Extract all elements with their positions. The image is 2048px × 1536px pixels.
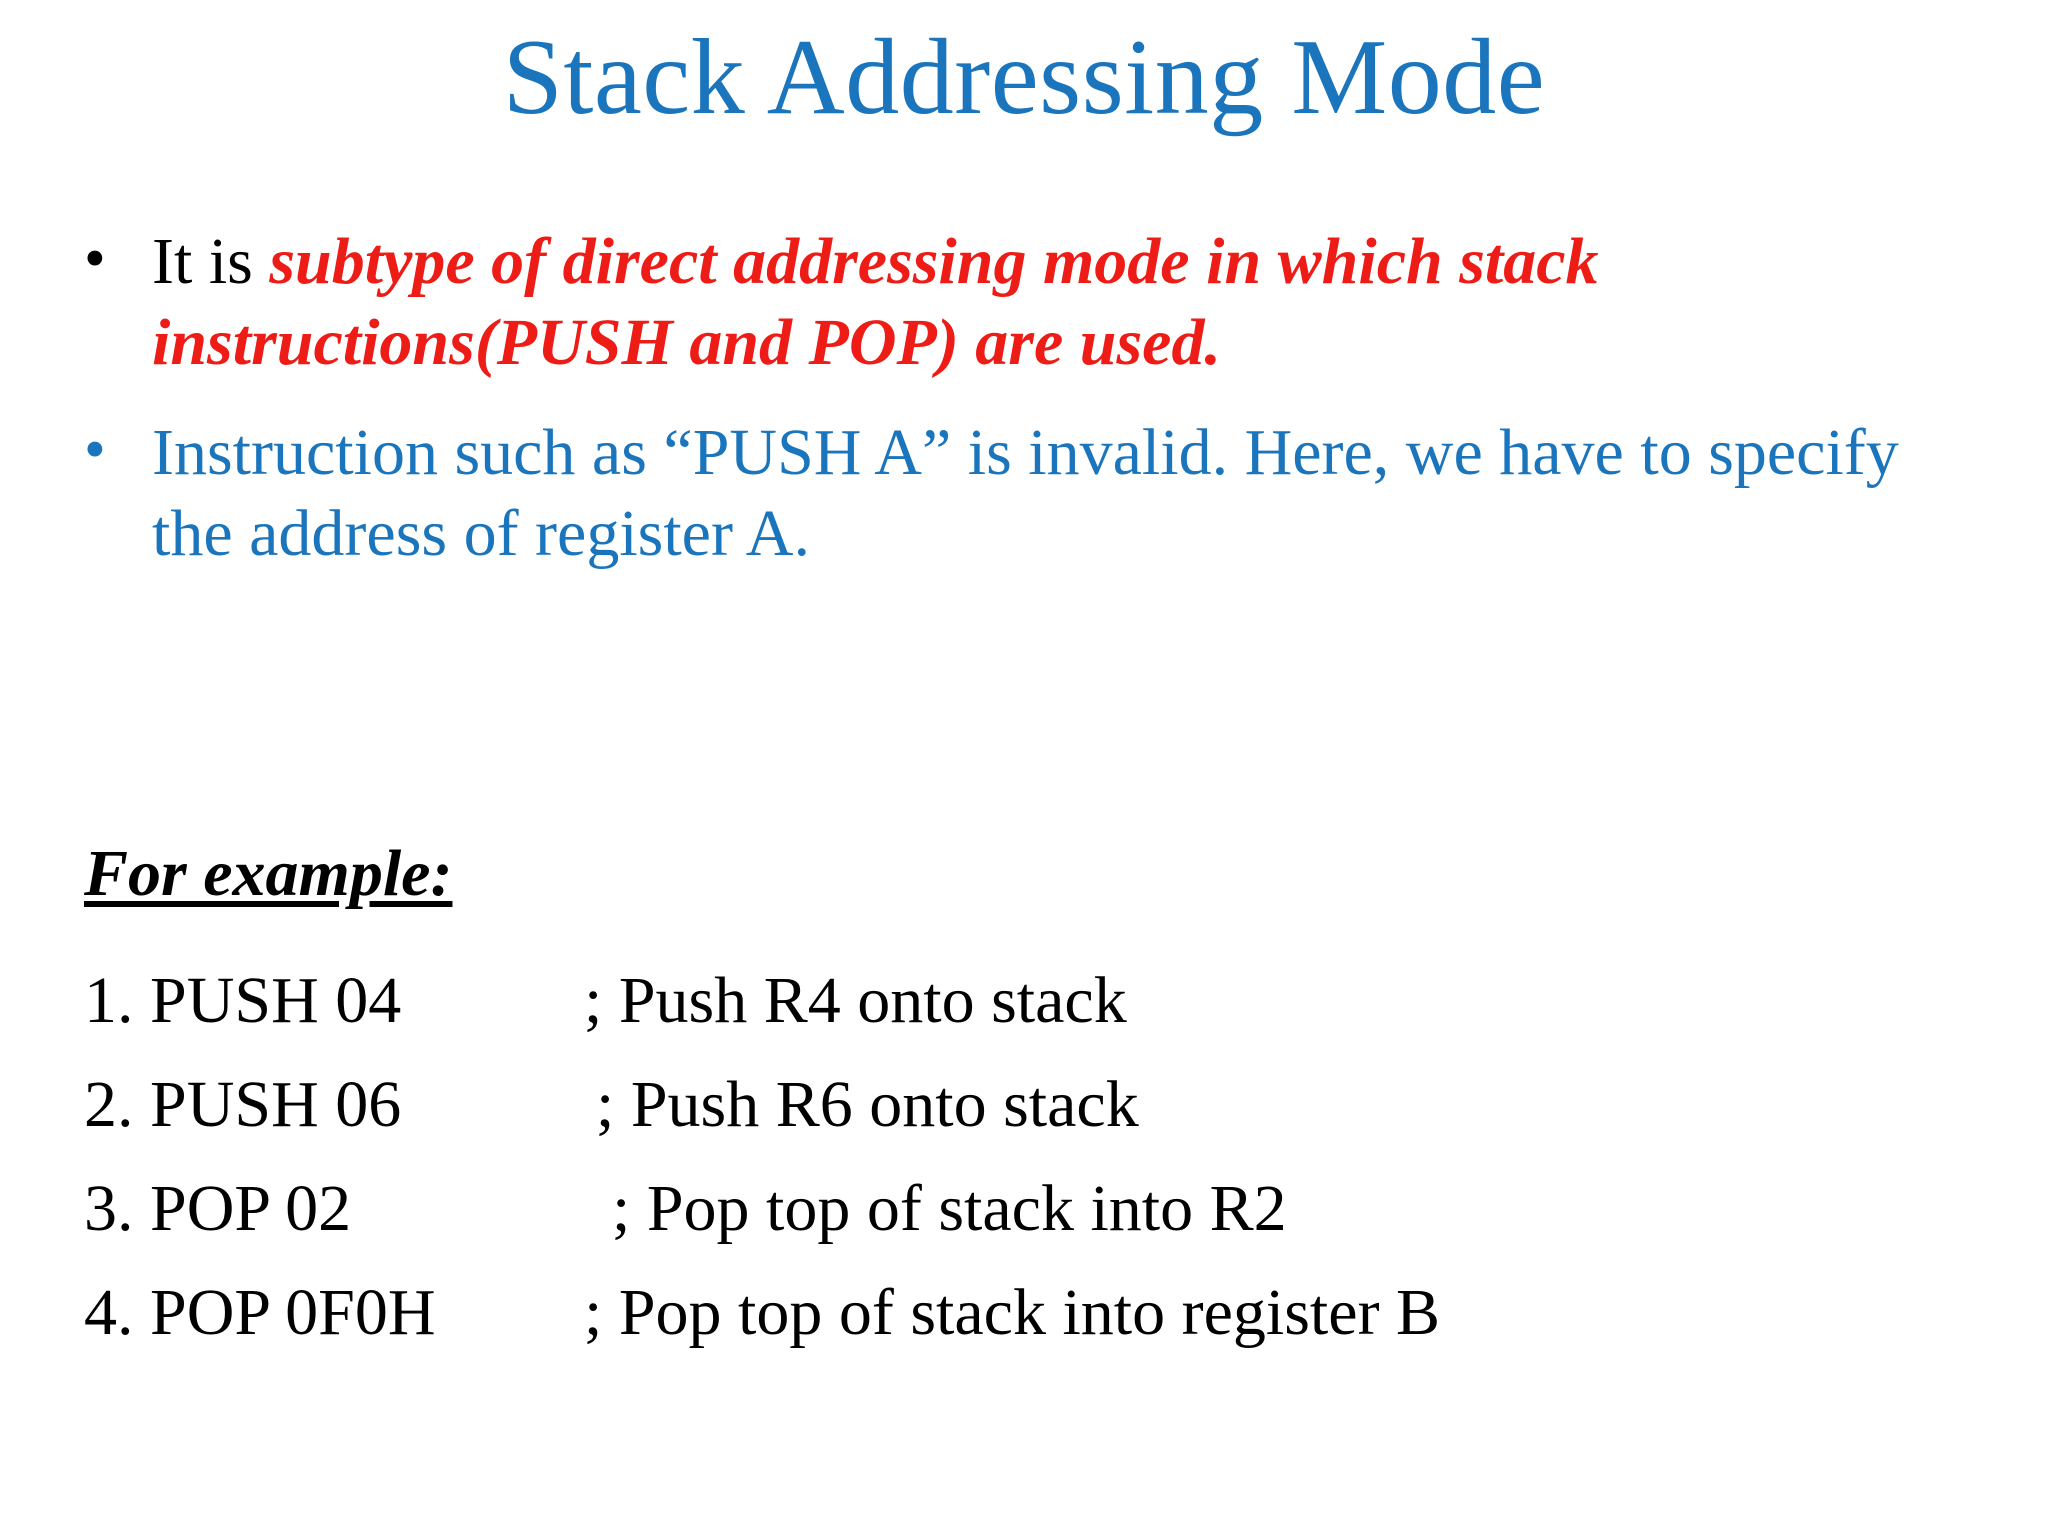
example-row: 3. POP 02 ; Pop top of stack into R2 xyxy=(84,1176,1984,1280)
example-instruction: 3. POP 02 xyxy=(84,1172,352,1245)
example-instruction: 4. POP 0F0H xyxy=(84,1276,436,1349)
example-comment: ; Push R6 onto stack xyxy=(596,1068,1139,1141)
example-comment: ; Pop top of stack into register B xyxy=(584,1276,1441,1349)
example-heading: For example: xyxy=(84,837,453,910)
example-instruction: 1. PUSH 04 xyxy=(84,964,402,1037)
example-row: 1. PUSH 04 ; Push R4 onto stack xyxy=(84,968,1984,1072)
example-comment: ; Push R4 onto stack xyxy=(584,964,1127,1037)
bullet-text: Instruction such as “PUSH A” is invalid.… xyxy=(152,416,1899,570)
example-instruction: 2. PUSH 06 xyxy=(84,1068,402,1141)
example-row: 4. POP 0F0H ; Pop top of stack into regi… xyxy=(84,1280,1984,1384)
bullet-point-icon: • xyxy=(84,225,106,293)
bullet-list: • It is subtype of direct addressing mod… xyxy=(78,222,1988,598)
bullet-lead-text: It is xyxy=(152,225,270,298)
example-list: 1. PUSH 04 ; Push R4 onto stack 2. PUSH … xyxy=(84,968,1984,1384)
page-title: Stack Addressing Mode xyxy=(502,18,1546,137)
bullet-text: It is subtype of direct addressing mode … xyxy=(152,222,1988,383)
example-comment: ; Pop top of stack into R2 xyxy=(612,1172,1287,1245)
example-row: 2. PUSH 06 ; Push R6 onto stack xyxy=(84,1072,1984,1176)
bullet-point-icon: • xyxy=(84,416,106,485)
list-item: • It is subtype of direct addressing mod… xyxy=(78,222,1988,383)
bullet-emphasis-text: subtype of direct addressing mode in whi… xyxy=(152,225,1599,379)
list-item: • Instruction such as “PUSH A” is invali… xyxy=(78,413,1988,574)
